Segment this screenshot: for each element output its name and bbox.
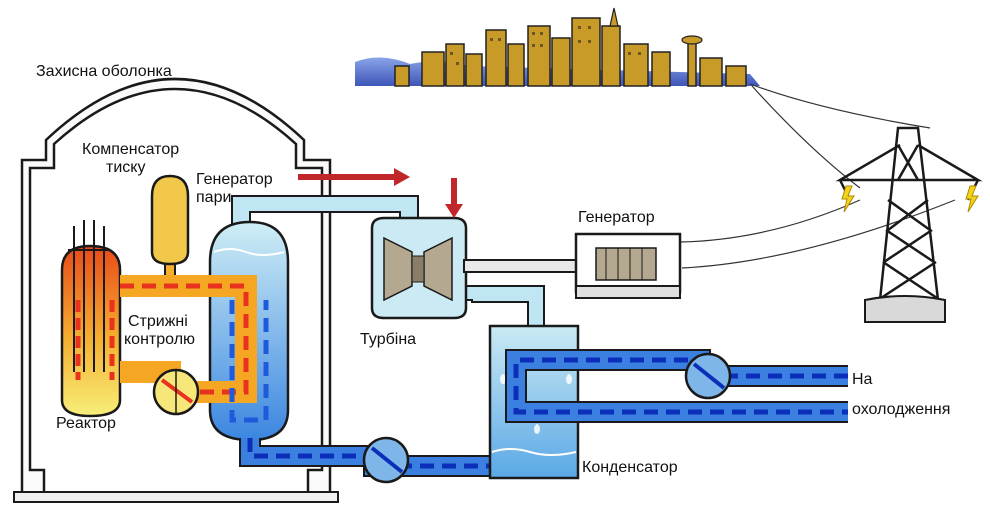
control-rods-label-2: контролю (124, 331, 195, 348)
turbine-label: Турбіна (360, 331, 416, 348)
turbine (370, 216, 468, 320)
pump-icon (152, 368, 200, 416)
cooling-label-2: охолодження (852, 401, 950, 418)
containment-structure (13, 77, 339, 503)
control-rods-label: Стрижні (128, 313, 188, 330)
reactor-label: Реактор (56, 415, 116, 432)
pump-icon (684, 352, 732, 400)
power-lines (679, 83, 956, 269)
steam-generator-label: Генератор (196, 171, 273, 188)
pump-icon (362, 436, 410, 484)
cooling-label: На (852, 371, 873, 388)
generator-label: Генератор (578, 209, 655, 226)
turbine-shaft (463, 259, 581, 273)
condenser-label: Конденсатор (582, 459, 678, 476)
primary-coolant-loop (75, 275, 257, 403)
pressurizer-label-2: тиску (106, 159, 145, 176)
city-skyline-icon (355, 7, 760, 87)
pressurizer-label: Компенсатор (82, 141, 179, 158)
reactor-vessel (60, 244, 122, 418)
pressurizer (150, 174, 190, 285)
transmission-tower-icon (835, 126, 983, 323)
steam-generator-label-2: пари (196, 189, 231, 206)
lightning-icon (841, 185, 979, 213)
electric-generator (574, 232, 682, 299)
control-rods (68, 220, 110, 372)
steam-flow-arrows (298, 168, 463, 218)
containment-label: Захисна оболонка (36, 63, 172, 80)
